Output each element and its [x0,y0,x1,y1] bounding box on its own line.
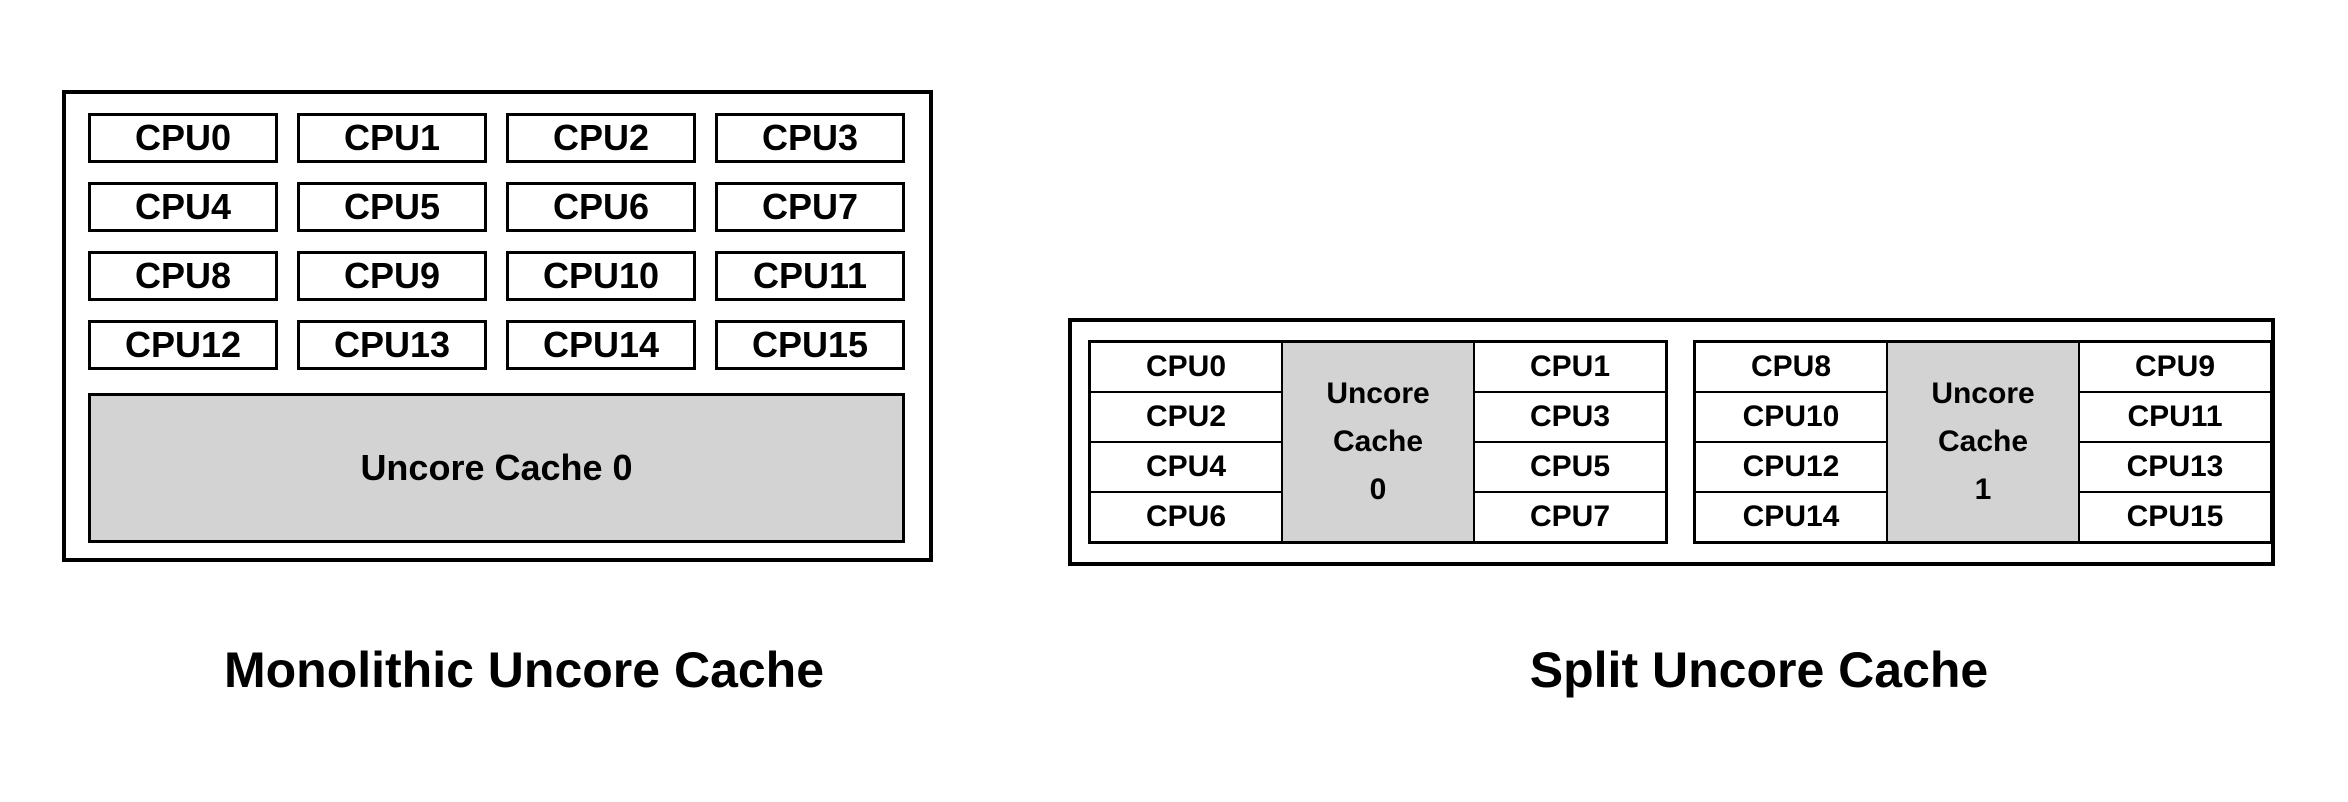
uncore-cache-box: Uncore Cache 0 [88,393,905,543]
split-diagram: CPU0 Uncore Cache 0 CPU1 CPU2 CPU3 CPU4 … [1068,318,2275,566]
cpu-cell: CPU11 [2078,391,2273,443]
cpu-box: CPU6 [506,182,696,232]
monolithic-diagram: CPU0 CPU1 CPU2 CPU3 CPU4 CPU5 CPU6 CPU7 … [62,90,933,562]
cpu-box: CPU8 [88,251,278,301]
cpu-cell: CPU5 [1473,441,1668,493]
cpu-box: CPU5 [297,182,487,232]
cpu-cell: CPU8 [1693,340,1888,393]
cpu-cell: CPU14 [1693,491,1888,544]
cluster-table-0: CPU0 Uncore Cache 0 CPU1 CPU2 CPU3 CPU4 … [1088,340,1668,544]
cpu-box: CPU9 [297,251,487,301]
cpu-box: CPU7 [715,182,905,232]
cpu-box: CPU10 [506,251,696,301]
cpu-box: CPU15 [715,320,905,370]
cpu-cell: CPU3 [1473,391,1668,443]
uncore-cache-cell: Uncore Cache 0 [1281,340,1475,544]
cluster-table-1: CPU8 Uncore Cache 1 CPU9 CPU10 CPU11 CPU… [1693,340,2273,544]
cpu-cell: CPU0 [1088,340,1283,393]
cpu-box: CPU0 [88,113,278,163]
cpu-cell: CPU15 [2078,491,2273,544]
cpu-cell: CPU6 [1088,491,1283,544]
split-caption: Split Uncore Cache [1529,642,1989,698]
uncore-cache-cell: Uncore Cache 1 [1886,340,2080,544]
cpu-box: CPU11 [715,251,905,301]
cpu-box: CPU4 [88,182,278,232]
monolithic-caption: Monolithic Uncore Cache [223,642,825,698]
cpu-cell: CPU7 [1473,491,1668,544]
cpu-cell: CPU9 [2078,340,2273,393]
cpu-cell: CPU2 [1088,391,1283,443]
cpu-box: CPU12 [88,320,278,370]
cpu-cell: CPU10 [1693,391,1888,443]
cpu-box: CPU1 [297,113,487,163]
cpu-cell: CPU12 [1693,441,1888,493]
cpu-box: CPU2 [506,113,696,163]
cpu-grid: CPU0 CPU1 CPU2 CPU3 CPU4 CPU5 CPU6 CPU7 … [88,113,905,370]
cpu-box: CPU3 [715,113,905,163]
cpu-cell: CPU1 [1473,340,1668,393]
cpu-cell: CPU13 [2078,441,2273,493]
cpu-box: CPU14 [506,320,696,370]
cpu-cell: CPU4 [1088,441,1283,493]
cpu-box: CPU13 [297,320,487,370]
